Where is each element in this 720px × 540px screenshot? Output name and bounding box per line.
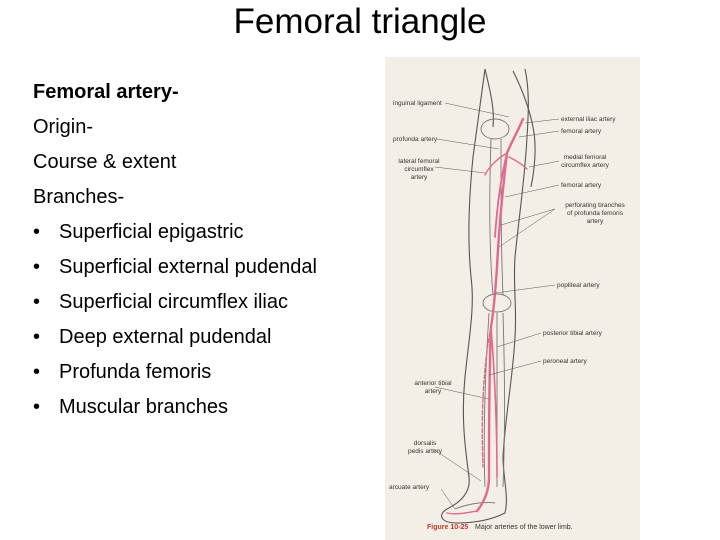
label-profunda-artery: profunda artery: [393, 136, 438, 143]
bullet-icon: •: [33, 396, 41, 418]
bones: [454, 118, 512, 510]
leader-lines: [432, 102, 560, 510]
bullet-icon: •: [33, 326, 41, 348]
list-item-text: Profunda femoris: [59, 361, 212, 383]
label-perforating-branches: perforating branches: [565, 202, 625, 209]
content-panel: Femoral artery- Origin- Course & extent …: [33, 80, 378, 430]
label-anterior-tibial-artery: anterior tibial: [414, 380, 452, 387]
list-item-text: Superficial external pudendal: [59, 256, 317, 278]
leg-illustration: inguinal ligament profunda artery latera…: [389, 68, 626, 531]
label-lateral-femoral-circumflex: lateral femoral: [398, 158, 440, 165]
leg-outline: [441, 68, 536, 524]
list-item: • Profunda femoris: [33, 360, 378, 384]
text-line-origin: Origin-: [33, 116, 94, 138]
list-item-text: Deep external pudendal: [59, 326, 272, 348]
list-item: • Muscular branches: [33, 395, 378, 419]
label-perforating-branches-3: artery: [587, 218, 604, 225]
bullet-icon: •: [33, 361, 41, 383]
label-femoral-artery-lower: femoral artery: [561, 182, 602, 189]
list-item: • Deep external pudendal: [33, 325, 378, 349]
label-anterior-tibial-artery-2: artery: [425, 388, 442, 395]
label-peroneal-artery: peroneal artery: [543, 358, 587, 365]
list-item-text: Muscular branches: [59, 396, 228, 418]
label-lateral-femoral-circumflex-2: circumflex: [404, 166, 434, 173]
label-femoral-artery-upper: femoral artery: [561, 128, 602, 135]
bullet-icon: •: [33, 256, 41, 278]
label-dorsalis-pedis-artery-2: pedis artery: [408, 448, 443, 455]
label-posterior-tibial-artery: posterior tibial artery: [543, 330, 603, 337]
label-arcuate-artery: arcuate artery: [389, 484, 430, 491]
text-line-branches: Branches-: [33, 186, 125, 208]
section-heading: Femoral artery-: [33, 81, 179, 103]
label-medial-femoral-circumflex: medial femoral: [564, 154, 607, 161]
list-item: • Superficial epigastric: [33, 220, 378, 244]
branch-list: • Superficial epigastric • Superficial ext…: [33, 220, 378, 419]
label-dorsalis-pedis-artery: dorsalis: [414, 440, 437, 447]
lower-limb-artery-figure: inguinal ligament profunda artery latera…: [385, 57, 640, 540]
bullet-icon: •: [33, 221, 41, 243]
label-lateral-femoral-circumflex-3: artery: [411, 174, 428, 181]
label-perforating-branches-2: of profunda femoris: [567, 210, 624, 217]
list-item: • Superficial circumflex iliac: [33, 290, 378, 314]
figure-caption-text: Major arteries of the lower limb.: [475, 524, 573, 531]
label-inguinal-ligament: inguinal ligament: [393, 100, 442, 107]
text-line-course: Course & extent: [33, 151, 177, 173]
list-item: • Superficial external pudendal: [33, 255, 378, 279]
label-medial-femoral-circumflex-2: circumflex artery: [561, 162, 609, 169]
bullet-icon: •: [33, 291, 41, 313]
label-popliteal-artery: popliteal artery: [557, 282, 600, 289]
list-item-text: Superficial circumflex iliac: [59, 291, 288, 313]
figure-caption-number: Figure 10-25: [427, 524, 468, 531]
label-external-iliac-artery: external iliac artery: [561, 116, 616, 123]
arteries: [446, 117, 528, 515]
list-item-text: Superficial epigastric: [59, 221, 244, 243]
slide-title: Femoral triangle: [233, 2, 487, 41]
